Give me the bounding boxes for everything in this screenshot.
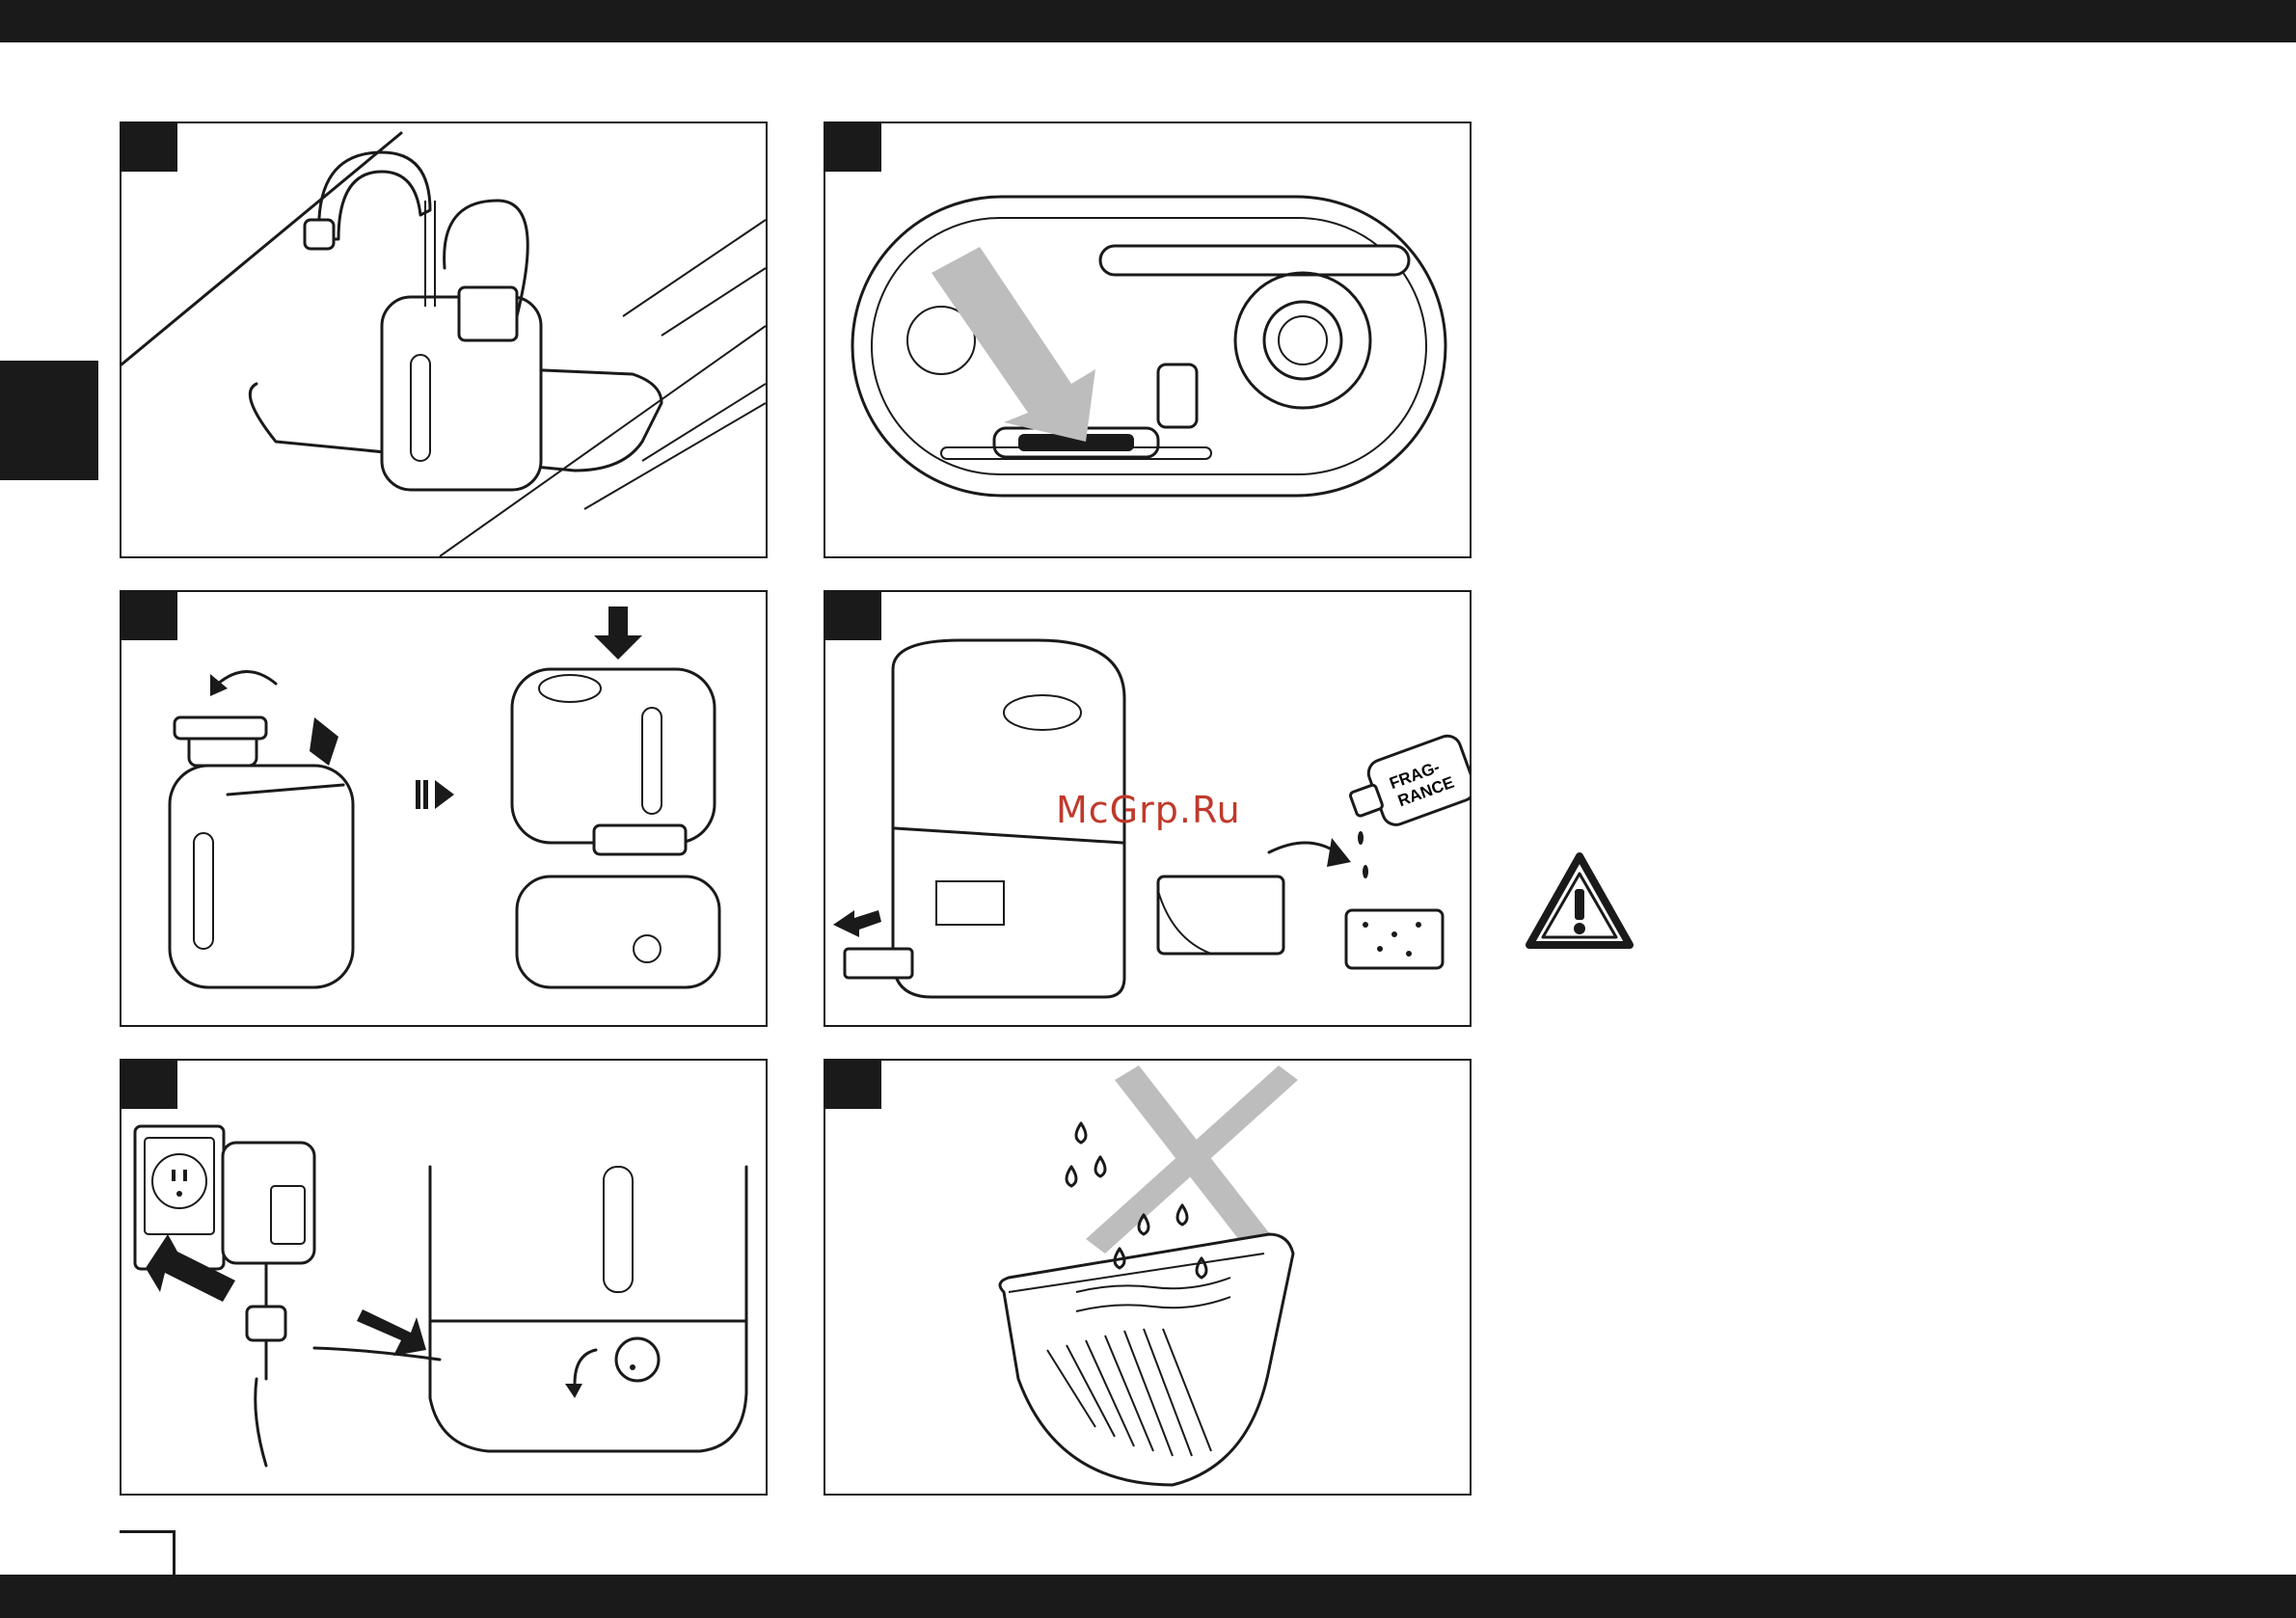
base-top-view-illustration	[825, 123, 1470, 556]
assembly-illustration	[122, 592, 766, 1025]
warning-triangle-icon	[1524, 850, 1635, 951]
step-number-box	[122, 123, 177, 172]
step-number-box	[122, 1061, 177, 1109]
panel-no-water	[824, 1059, 1472, 1496]
sink-illustration	[122, 123, 766, 556]
panel-assemble	[120, 590, 768, 1027]
no-water-illustration	[825, 1061, 1470, 1494]
panel-connect-power	[120, 1059, 768, 1496]
panel-fill-tank	[120, 121, 768, 558]
section-tab	[0, 361, 98, 480]
step-number-box	[122, 592, 177, 640]
panel-base-top-view	[824, 121, 1472, 558]
top-bar	[0, 0, 2296, 42]
step-number-box	[825, 1061, 881, 1109]
watermark-text: McGrp.Ru	[1056, 789, 1241, 831]
step-number-box	[825, 123, 881, 172]
bottom-bar	[0, 1575, 2296, 1618]
page-number-marker	[120, 1530, 176, 1575]
power-illustration	[122, 1061, 766, 1494]
step-number-box	[825, 592, 881, 640]
